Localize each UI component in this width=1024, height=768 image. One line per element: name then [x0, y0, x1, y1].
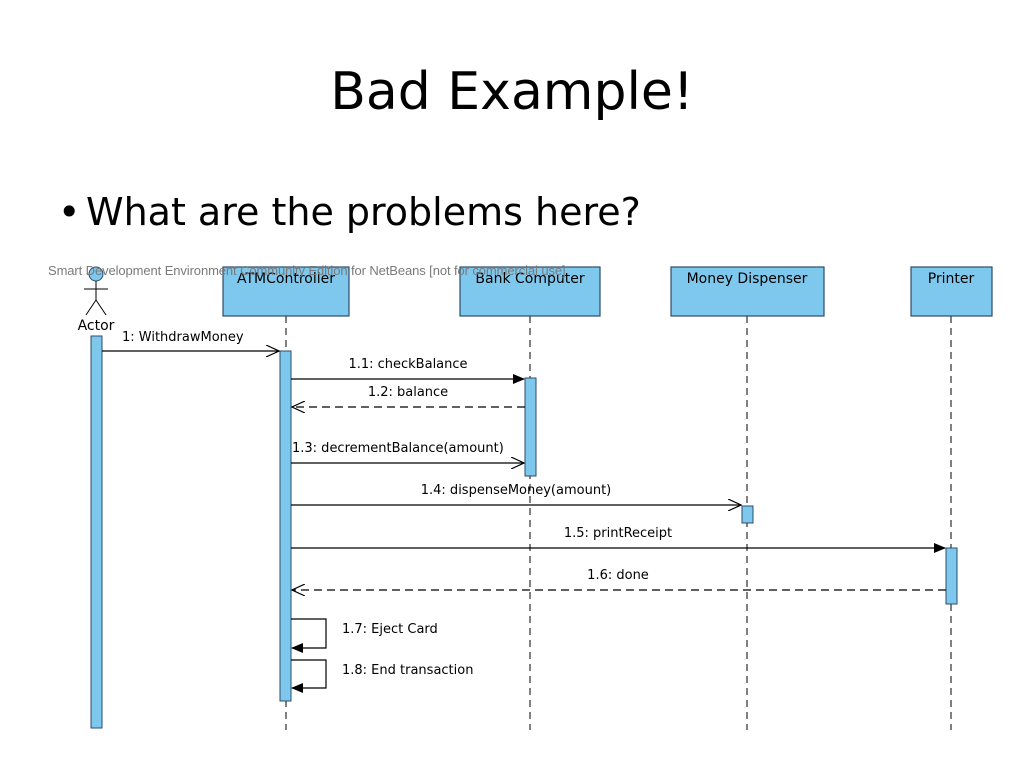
message-1-8-label: 1.8: End transaction	[342, 663, 473, 678]
lifeline-dispenser: Money Dispenser	[670, 266, 825, 317]
slide-title: Bad Example!	[330, 62, 694, 122]
lifeline-bank: Bank Computer	[459, 266, 601, 317]
lifeline-printer: Printer	[910, 266, 993, 317]
activation-atm	[279, 350, 292, 702]
message-1-2: 1.2: balance	[292, 385, 525, 407]
message-1-7: 1.7: Eject Card	[291, 618, 438, 653]
message-1-5-label: 1.5: printReceipt	[564, 526, 672, 541]
actor-label: Actor	[78, 318, 115, 334]
message-1-1: 1.1: checkBalance	[291, 357, 525, 384]
message-1-1-label: 1.1: checkBalance	[348, 357, 467, 372]
message-1-3-label: 1.3: decrementBalance(amount)	[292, 441, 504, 456]
message-1-8: 1.8: End transaction	[291, 659, 473, 693]
message-1-label: 1: WithdrawMoney	[122, 330, 244, 345]
message-1: 1: WithdrawMoney	[102, 330, 279, 351]
lifeline-bank-label: Bank Computer	[475, 271, 584, 287]
activation-printer	[945, 547, 958, 605]
lifeline-printer-label: Printer	[928, 271, 975, 287]
lifeline-atm: ATMController	[222, 266, 350, 317]
message-1-6: 1.6: done	[292, 568, 946, 590]
message-1-4: 1.4: dispenseMoney(amount)	[291, 483, 741, 505]
message-1-7-label: 1.7: Eject Card	[342, 622, 438, 637]
lifeline-atm-label: ATMController	[237, 271, 335, 287]
activation-dispenser	[741, 505, 754, 524]
activation-bank	[524, 377, 537, 477]
actor-icon	[84, 266, 108, 316]
message-1-6-label: 1.6: done	[587, 568, 649, 583]
lifeline-dispenser-label: Money Dispenser	[687, 271, 808, 287]
watermark-text: Smart Development Environment Community …	[48, 263, 566, 278]
message-1-2-label: 1.2: balance	[368, 385, 448, 400]
message-1-4-label: 1.4: dispenseMoney(amount)	[421, 483, 612, 498]
message-1-5: 1.5: printReceipt	[291, 526, 946, 553]
bullet-dot: •	[58, 190, 81, 234]
message-1-3: 1.3: decrementBalance(amount)	[291, 441, 524, 463]
activation-actor	[90, 335, 103, 729]
bullet-item: •What are the problems here?	[58, 190, 641, 234]
bullet-text: What are the problems here?	[86, 190, 641, 234]
